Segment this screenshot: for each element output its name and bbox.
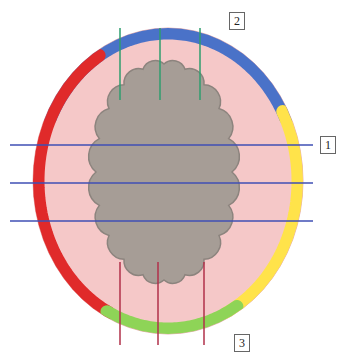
right-rim <box>227 112 298 313</box>
top-line <box>159 28 161 100</box>
callout-number: 3 <box>239 336 245 350</box>
bottom-line <box>119 262 121 345</box>
top-line <box>119 28 121 100</box>
bottom-line <box>203 262 205 345</box>
top-line <box>199 28 201 100</box>
horizontal-line <box>10 144 313 146</box>
callout-box: 1 <box>320 136 336 154</box>
callout-box: 2 <box>229 12 245 30</box>
horizontal-line <box>10 182 313 184</box>
bottom-rim <box>107 307 237 329</box>
oval-body <box>33 28 303 334</box>
horizontal-line <box>10 220 313 222</box>
tumor-mass <box>89 61 240 284</box>
callout-box: 3 <box>234 334 250 352</box>
bottom-line <box>157 262 159 345</box>
callout-number: 2 <box>234 14 240 28</box>
callout-number: 1 <box>325 138 331 152</box>
